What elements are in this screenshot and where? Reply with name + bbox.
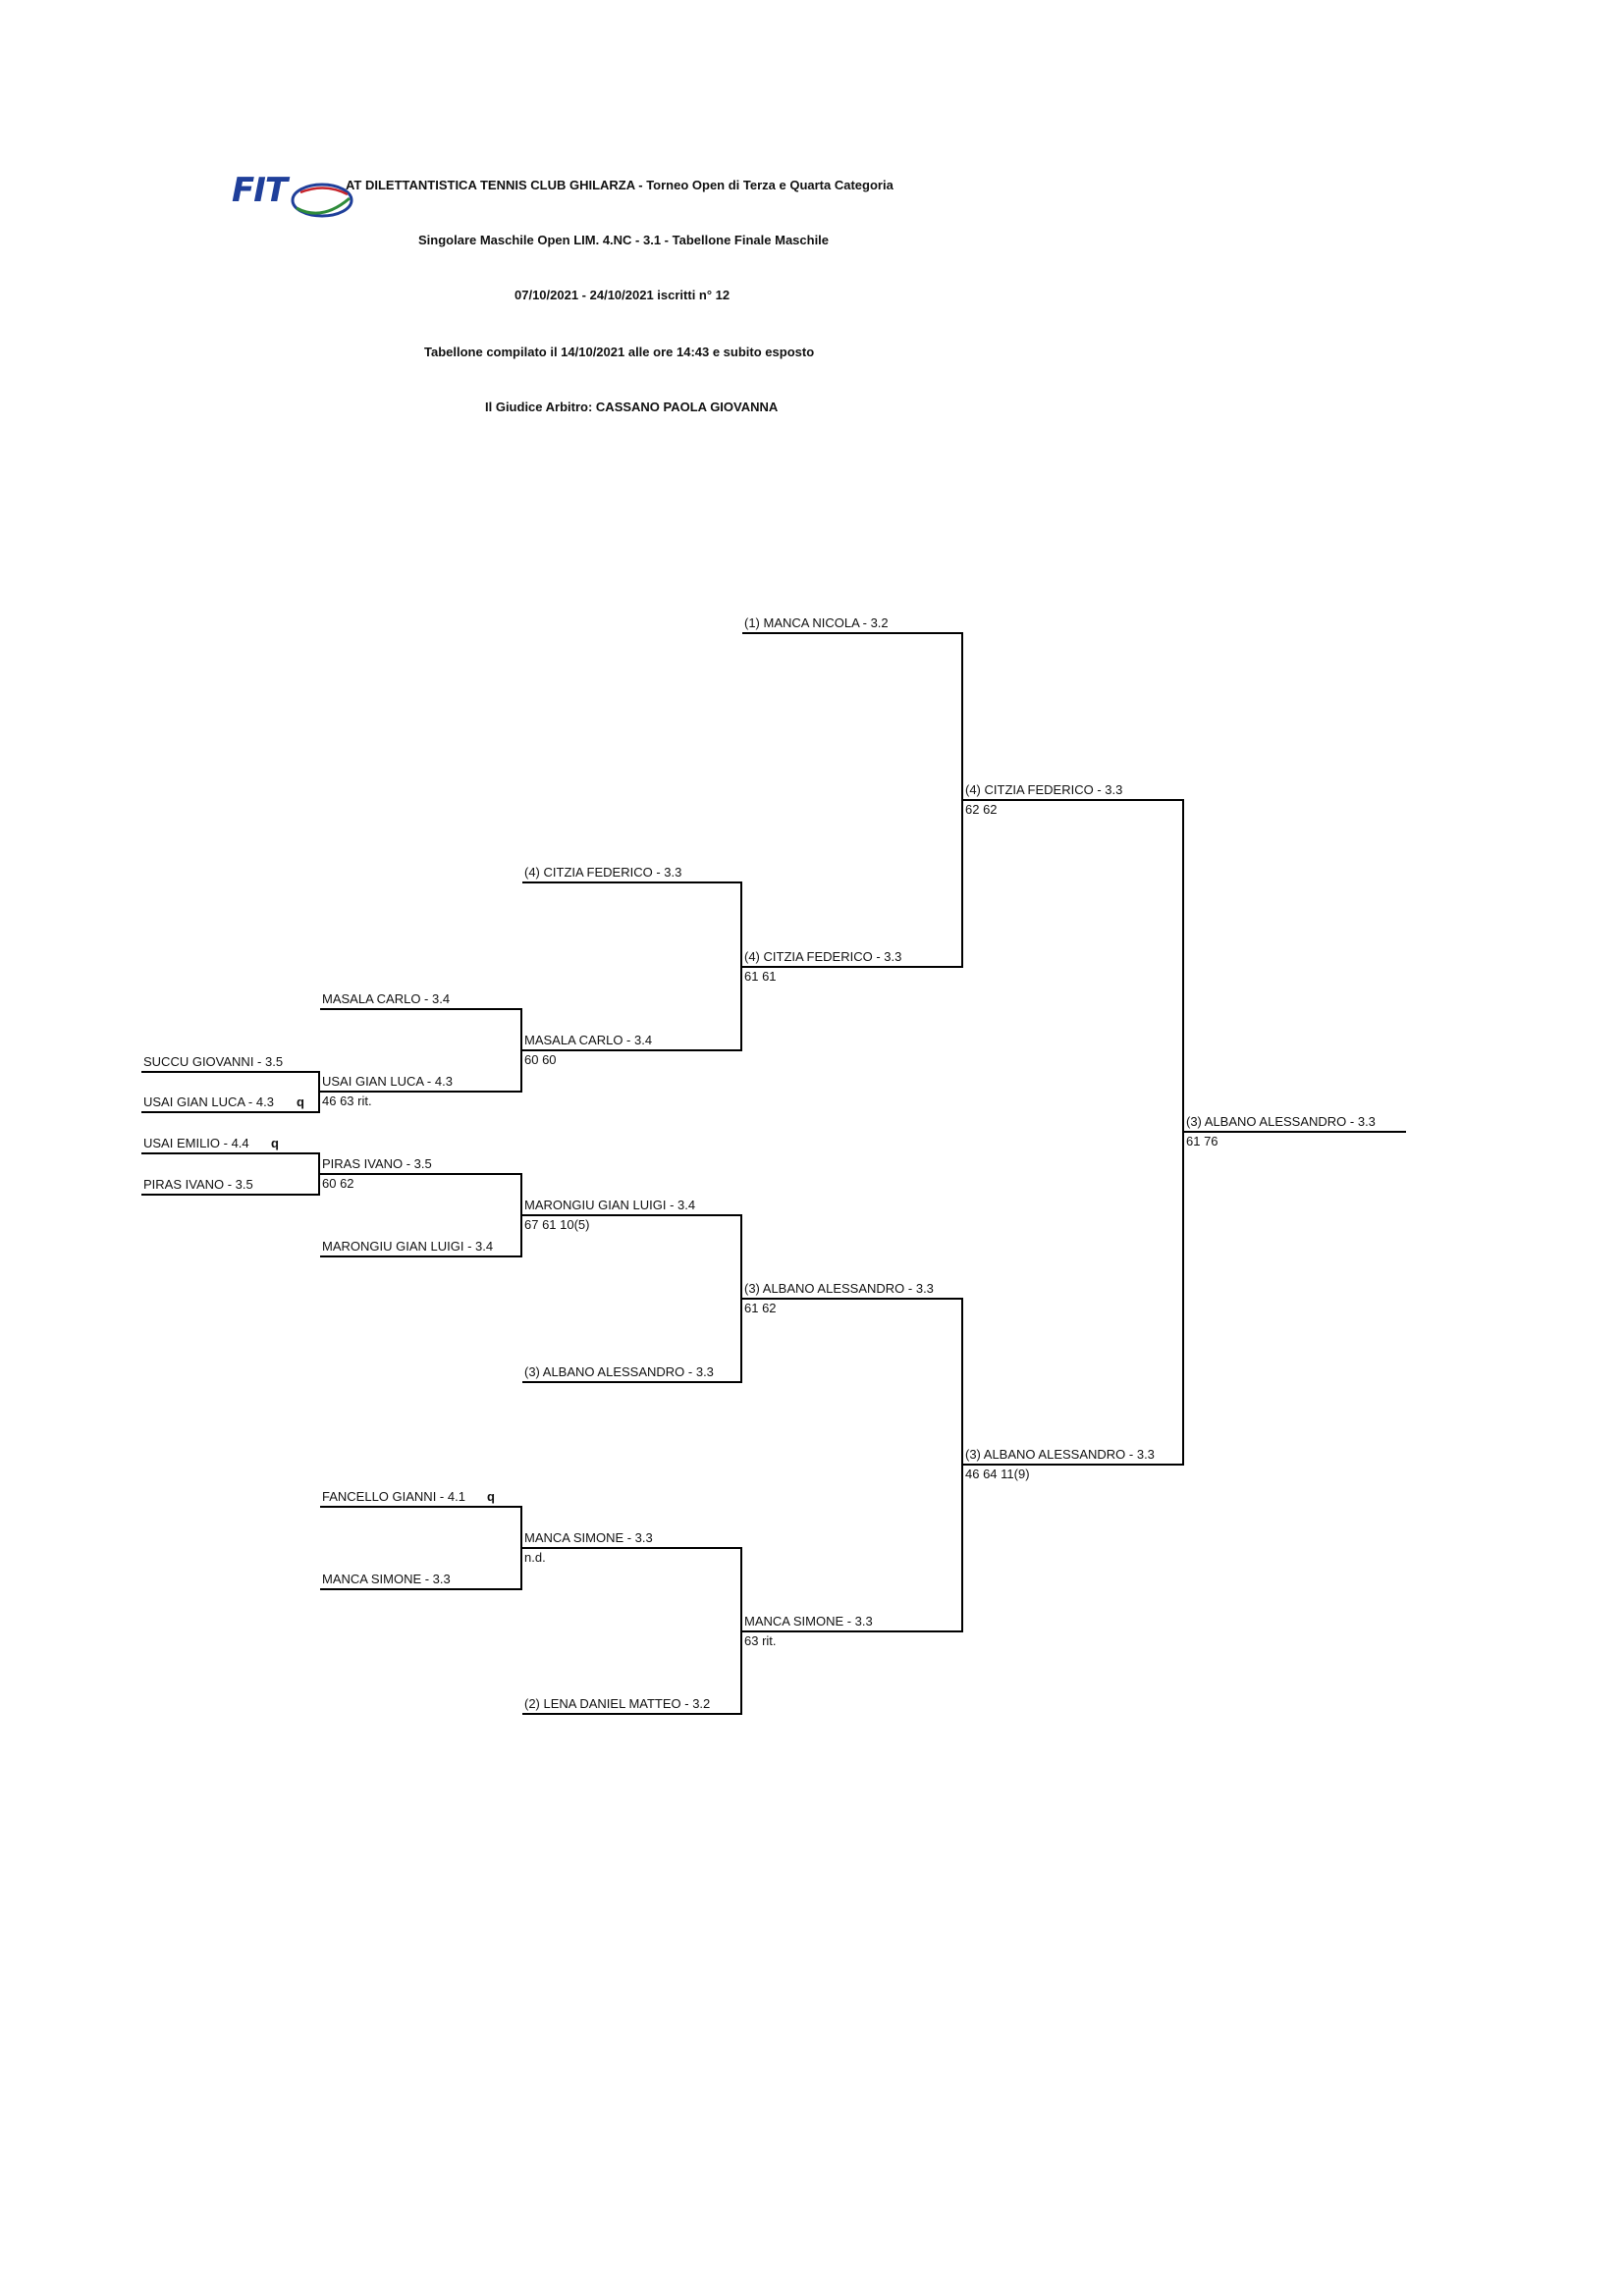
- r0-player-3-name: USAI EMILIO - 4.4: [143, 1136, 249, 1150]
- r1-player-5-name: FANCELLO GIANNI - 4.1: [322, 1489, 465, 1504]
- r0-player-3-qualifier-badge: q: [271, 1136, 279, 1150]
- r1-player-3-score: 60 62: [322, 1176, 354, 1191]
- r2-player-4-name: (3) ALBANO ALESSANDRO - 3.3: [524, 1364, 714, 1379]
- r0-player-2-qualifier-badge: q: [297, 1095, 304, 1109]
- r0-player-2-name: USAI GIAN LUCA - 4.3: [143, 1095, 274, 1109]
- r3-player-4-name: MANCA SIMONE - 3.3: [744, 1614, 873, 1629]
- r4-player-1-score: 62 62: [965, 802, 998, 817]
- header-line-1: AT DILETTANTISTICA TENNIS CLUB GHILARZA …: [346, 178, 893, 192]
- r3-player-1-name: (1) MANCA NICOLA - 3.2: [744, 615, 889, 630]
- r1-player-6-name: MANCA SIMONE - 3.3: [322, 1572, 451, 1586]
- r2-player-6-name: (2) LENA DANIEL MATTEO - 3.2: [524, 1696, 711, 1711]
- r1-player-2-name: USAI GIAN LUCA - 4.3: [322, 1074, 453, 1089]
- r0-player-1-name: SUCCU GIOVANNI - 3.5: [143, 1054, 284, 1069]
- r3-player-2-score: 61 61: [744, 969, 777, 984]
- r3-player-4-score: 63 rit.: [744, 1633, 777, 1648]
- r2-player-3-name: MARONGIU GIAN LUIGI - 3.4: [524, 1198, 696, 1212]
- r4-player-2-name: (3) ALBANO ALESSANDRO - 3.3: [965, 1447, 1155, 1462]
- r1-player-5-qualifier-badge: q: [487, 1489, 495, 1504]
- r2-player-1-name: (4) CITZIA FEDERICO - 3.3: [524, 865, 682, 880]
- header-line-4: Tabellone compilato il 14/10/2021 alle o…: [424, 345, 815, 359]
- winner-name: (3) ALBANO ALESSANDRO - 3.3: [1186, 1114, 1376, 1129]
- fit-logo: FIT: [232, 171, 359, 226]
- r2-player-5-name: MANCA SIMONE - 3.3: [524, 1530, 653, 1545]
- r2-player-3-score: 67 61 10(5): [524, 1217, 590, 1232]
- r1-player-4-name: MARONGIU GIAN LUIGI - 3.4: [322, 1239, 494, 1254]
- header-line-2: Singolare Maschile Open LIM. 4.NC - 3.1 …: [418, 233, 830, 247]
- r2-player-2-name: MASALA CARLO - 3.4: [524, 1033, 653, 1047]
- r4-player-1-name: (4) CITZIA FEDERICO - 3.3: [965, 782, 1123, 797]
- r2-player-5-score: n.d.: [524, 1550, 546, 1565]
- header-line-3: 07/10/2021 - 24/10/2021 iscritti n° 12: [514, 288, 731, 302]
- header-line-5: Il Giudice Arbitro: CASSANO PAOLA GIOVAN…: [485, 400, 779, 414]
- r1-player-3-name: PIRAS IVANO - 3.5: [322, 1156, 432, 1171]
- r3-player-2-name: (4) CITZIA FEDERICO - 3.3: [744, 949, 902, 964]
- r2-player-2-score: 60 60: [524, 1052, 557, 1067]
- r1-player-2-score: 46 63 rit.: [322, 1094, 372, 1108]
- r3-player-3-score: 61 62: [744, 1301, 777, 1315]
- r3-player-3-name: (3) ALBANO ALESSANDRO - 3.3: [744, 1281, 934, 1296]
- fit-logo-swoosh-icon: [291, 183, 353, 218]
- winner-score: 61 76: [1186, 1134, 1218, 1148]
- r4-player-2-score: 46 64 11(9): [965, 1467, 1030, 1481]
- r1-player-1-name: MASALA CARLO - 3.4: [322, 991, 451, 1006]
- r0-player-4-name: PIRAS IVANO - 3.5: [143, 1177, 253, 1192]
- fit-logo-text: FIT: [232, 171, 288, 210]
